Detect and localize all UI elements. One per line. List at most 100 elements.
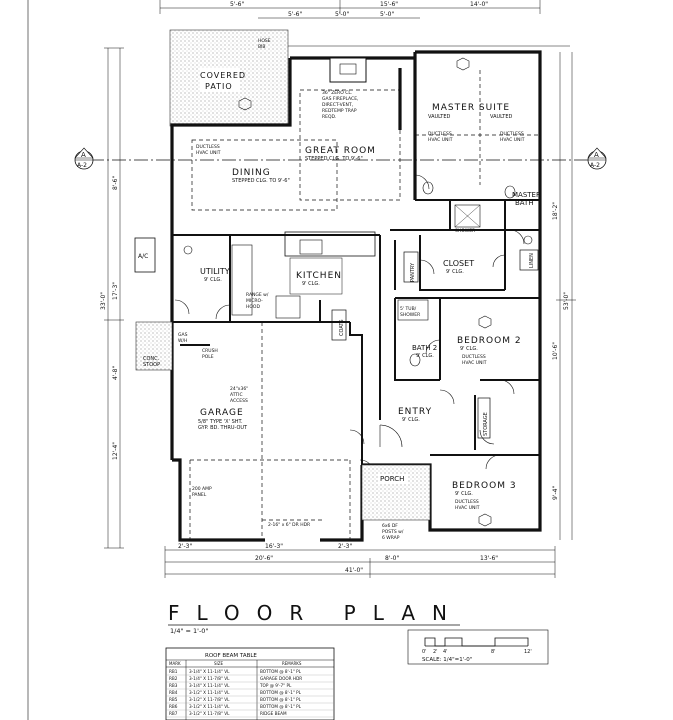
- door-swings: [174, 174, 525, 475]
- bedroom3-label: BEDROOM 3: [452, 481, 517, 491]
- hose-bib-2: BIB: [258, 44, 266, 50]
- dim-top2-2: 5'-0": [335, 11, 349, 18]
- conc-stoop-2: STOOP: [143, 362, 160, 368]
- beam-cell-r2-c1: 3-1/4" X 11-1/4" VL: [189, 683, 230, 688]
- range-1: RANGE w/: [246, 292, 269, 298]
- dim-left-4: 8'-6": [112, 176, 119, 190]
- utility-note: 9' CLG.: [204, 277, 222, 283]
- dim-top-3: 14'-0": [470, 1, 488, 8]
- porch-slab: [361, 464, 431, 521]
- graphic-scale: [407, 629, 549, 665]
- attic-1: 24"x36": [230, 386, 248, 392]
- bedroom2-note: 9' CLG.: [460, 346, 478, 352]
- beam-cell-r1-c0: RB2: [169, 676, 178, 681]
- garage-note-1: 5/8" TYPE 'X' SHT.: [198, 419, 243, 425]
- beam-cell-r0-c2: BOTTOM @ 8'-1" PL: [260, 669, 302, 674]
- beam-cell-r3-c2: BOTTOM @ 8'-1" PL: [260, 690, 302, 695]
- section-letter-right: A: [594, 151, 599, 159]
- bath2-note: 9' CLG.: [416, 353, 434, 359]
- range-2: MICRO-: [246, 298, 263, 304]
- beam-cell-r2-c2: TOP @ 9'-7" PL: [259, 683, 292, 688]
- dim-top2-3: 5'-0": [380, 11, 394, 18]
- attic-2: ATTIC: [230, 392, 243, 398]
- scale-tick-12: 12': [524, 649, 532, 655]
- beam-cell-r6-c0: RB7: [169, 711, 178, 716]
- fireplace-note: 36" ZERO CL. GAS FIREPLACE, DIRECT-VENT,…: [322, 90, 358, 120]
- conc-stoop: [135, 321, 173, 371]
- svg-text:GAS FIREPLACE,: GAS FIREPLACE,: [322, 96, 358, 102]
- kitchen-counters: [231, 231, 376, 319]
- ac-unit: [134, 237, 156, 273]
- beam-header-size: SIZE: [214, 661, 223, 666]
- scale-tick-4: 4': [443, 649, 448, 655]
- svg-text:DUCTLESS: DUCTLESS: [500, 131, 524, 137]
- bedroom3-note: 9' CLG.: [455, 491, 473, 497]
- svg-text:REDTEMP TRAP: REDTEMP TRAP: [322, 108, 357, 114]
- crush-pole-2: POLE: [202, 354, 214, 360]
- svg-text:DUCTLESS: DUCTLESS: [196, 144, 220, 150]
- dim-right-3: 10'-6": [552, 342, 559, 360]
- svg-text:HVAC UNIT: HVAC UNIT: [462, 360, 487, 366]
- tub-shower-1: 5' TUB/: [400, 306, 417, 312]
- coats-label: COATS: [339, 319, 345, 336]
- dim-bot-total: 41'-0": [345, 567, 363, 574]
- svg-text:DUCTLESS: DUCTLESS: [428, 131, 452, 137]
- storage-label: STORAGE: [483, 412, 489, 436]
- beam-header-remarks: REMARKS: [282, 661, 302, 666]
- dim-bot-c: 2'-3": [338, 543, 352, 550]
- beam-cell-r0-c0: RB1: [169, 669, 178, 674]
- panel-1: 200 AMP: [192, 486, 212, 492]
- kitchen-label: KITCHEN: [296, 271, 342, 281]
- dim-bot-1: 20'-6": [255, 555, 273, 562]
- dim-left-1: 33'-0": [100, 292, 107, 310]
- fireplace: [329, 57, 367, 83]
- posts-3: 6 WRAP: [382, 535, 400, 541]
- bedroom2-label: BEDROOM 2: [457, 336, 522, 346]
- dim-top-1: 5'-6": [230, 1, 244, 8]
- beam-cell-r2-c0: RB3: [169, 683, 178, 688]
- beam-cell-r3-c0: RB4: [169, 690, 178, 695]
- ductless-notes: DUCTLESS HVAC UNIT DUCTLESS HVAC UNIT DU…: [196, 131, 525, 511]
- posts-1: 6x6 DF: [382, 523, 398, 529]
- range-3: HOOD: [246, 304, 260, 310]
- master-suite-label: MASTER SUITE: [432, 103, 510, 113]
- beam-cell-r1-c1: 3-1/4" X 11-7/8" VL: [189, 676, 230, 681]
- dim-top2-1: 5'-6": [288, 11, 302, 18]
- svg-text:HVAC UNIT: HVAC UNIT: [428, 137, 453, 143]
- dim-bot-a: 2'-3": [178, 543, 192, 550]
- scale-tick-8: 8': [491, 649, 496, 655]
- master-vaulted-1: VAULTED: [428, 114, 450, 120]
- tub-shower-2: SHOWER: [400, 312, 420, 318]
- master-bath-label-1: MASTER: [512, 191, 541, 199]
- great-room-label: GREAT ROOM: [305, 146, 376, 156]
- patio-label-bg: [200, 68, 240, 92]
- dim-right-4: 9'-4": [552, 486, 559, 500]
- svg-text:HVAC UNIT: HVAC UNIT: [196, 150, 221, 156]
- svg-text:36" ZERO CL.: 36" ZERO CL.: [322, 90, 352, 96]
- drawing-title: FLOOR PLAN: [168, 601, 464, 625]
- svg-text:HVAC UNIT: HVAC UNIT: [500, 137, 525, 143]
- entry-note: 9' CLG.: [402, 417, 420, 423]
- conc-stoop-1: CONC.: [143, 356, 160, 362]
- dim-bot-3: 13'-6": [480, 555, 498, 562]
- beam-cell-r5-c2: BOTTOM @ 8'-1" PL: [260, 704, 302, 709]
- posts-2: POSTS w/: [382, 529, 404, 535]
- beam-table-title: ROOF BEAM TABLE: [205, 653, 257, 659]
- garage-label: GARAGE: [200, 408, 244, 418]
- ac-label: A/C: [138, 253, 148, 260]
- beam-cell-r6-c2: RIDGE BEAM: [260, 711, 287, 716]
- gas-wh-1: GAS: [178, 332, 188, 338]
- scale-note: 1/4" = 1'-0": [170, 627, 208, 635]
- interior-walls: [172, 199, 540, 465]
- beam-cell-r3-c1: 3-1/2" X 11-1/4" VL: [189, 690, 230, 695]
- porch-label-bg: [378, 474, 408, 484]
- beam-cell-r4-c2: BOTTOM @ 8'-1" PL: [260, 697, 302, 702]
- coats-box: [331, 309, 347, 341]
- closet-label: CLOSET: [443, 259, 474, 268]
- svg-text:DIRECT-VENT,: DIRECT-VENT,: [322, 102, 353, 108]
- crush-pole-1: CRUSH: [202, 348, 218, 354]
- dim-left-3: 12'-4": [112, 442, 119, 460]
- dining-note: STEPPED CLG. TO 9'-6": [232, 178, 290, 184]
- svg-text:DUCTLESS: DUCTLESS: [462, 354, 486, 360]
- linen-label: LINEN: [529, 253, 535, 268]
